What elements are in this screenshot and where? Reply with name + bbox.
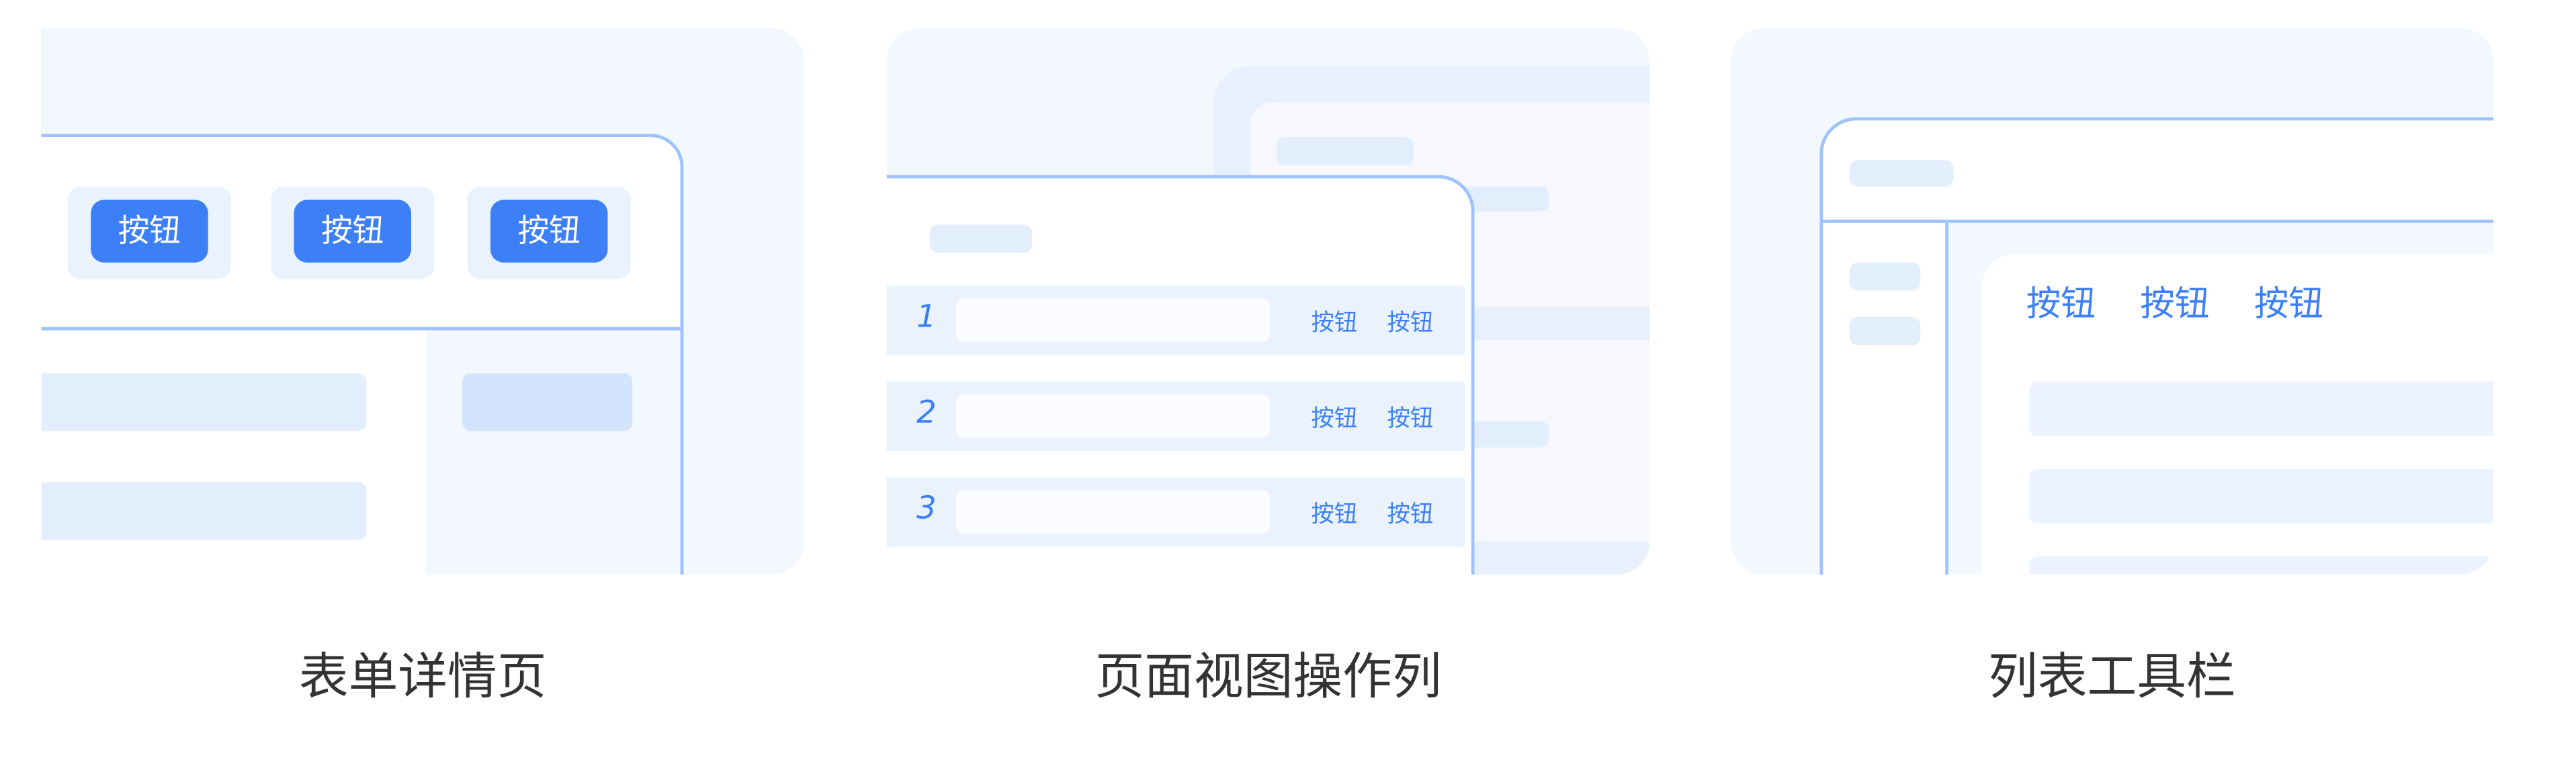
- row-action-link[interactable]: 按钮: [1311, 310, 1358, 337]
- window-frame: 1 按钮 按钮 2 按钮 按钮 3 按钮 按钮: [886, 175, 1475, 575]
- button-slot: 按钮: [467, 186, 631, 280]
- row-field: [956, 394, 1270, 438]
- list-row: [2029, 381, 2494, 436]
- row-field: [956, 490, 1270, 534]
- sidebar-item: [1849, 316, 1921, 345]
- toolbar-button[interactable]: 按钮: [2253, 284, 2323, 324]
- card-label: 表单详情页: [298, 648, 547, 707]
- content-card: [1981, 254, 2494, 575]
- side-block: [462, 373, 633, 431]
- row-action-link[interactable]: 按钮: [1387, 502, 1434, 529]
- form-detail-thumbnail[interactable]: 按钮 按钮 按钮: [41, 28, 804, 575]
- row-index: 2: [916, 394, 937, 431]
- form-field: [41, 482, 367, 540]
- card-label: 列表工具栏: [1988, 648, 2236, 707]
- toolbar-button[interactable]: 按钮: [2026, 284, 2096, 324]
- row-action-link[interactable]: 按钮: [1311, 502, 1358, 529]
- button-slot: 按钮: [271, 186, 435, 280]
- table-row: 2 按钮 按钮: [886, 381, 1465, 451]
- row-action-link[interactable]: 按钮: [1387, 406, 1434, 433]
- button-slot: 按钮: [67, 186, 232, 280]
- row-index: 3: [916, 490, 937, 527]
- table-row: 1 按钮 按钮: [886, 286, 1465, 355]
- title-pill: [929, 224, 1033, 253]
- list-row: [2029, 556, 2494, 575]
- row-field: [956, 298, 1270, 342]
- form-field: [41, 373, 367, 431]
- header-divider: [41, 327, 681, 331]
- sidebar-item: [1849, 262, 1921, 291]
- primary-button[interactable]: 按钮: [294, 200, 411, 263]
- toolbar-button[interactable]: 按钮: [2140, 284, 2210, 324]
- primary-button[interactable]: 按钮: [490, 200, 608, 263]
- sidebar-divider: [1945, 222, 1949, 575]
- window-frame: [1819, 117, 2494, 575]
- table-row: 3 按钮 按钮: [886, 477, 1465, 547]
- window-frame: 按钮 按钮 按钮: [41, 134, 684, 575]
- placeholder-bar: [1276, 136, 1414, 165]
- row-action-link[interactable]: 按钮: [1311, 406, 1358, 433]
- title-pill: [1849, 160, 1954, 187]
- row-action-link[interactable]: 按钮: [1387, 310, 1434, 337]
- page-view-actions-thumbnail[interactable]: 1 按钮 按钮 2 按钮 按钮 3 按钮 按钮: [886, 28, 1650, 575]
- list-toolbar-thumbnail[interactable]: 按钮 按钮 按钮: [1730, 28, 2494, 575]
- content-area: [1948, 222, 2494, 575]
- list-row: [2029, 468, 2494, 524]
- header-divider: [1823, 219, 2494, 223]
- row-index: 1: [916, 298, 937, 335]
- side-panel: [426, 330, 681, 575]
- card-label: 页面视图操作列: [1094, 648, 1442, 707]
- primary-button[interactable]: 按钮: [91, 200, 208, 263]
